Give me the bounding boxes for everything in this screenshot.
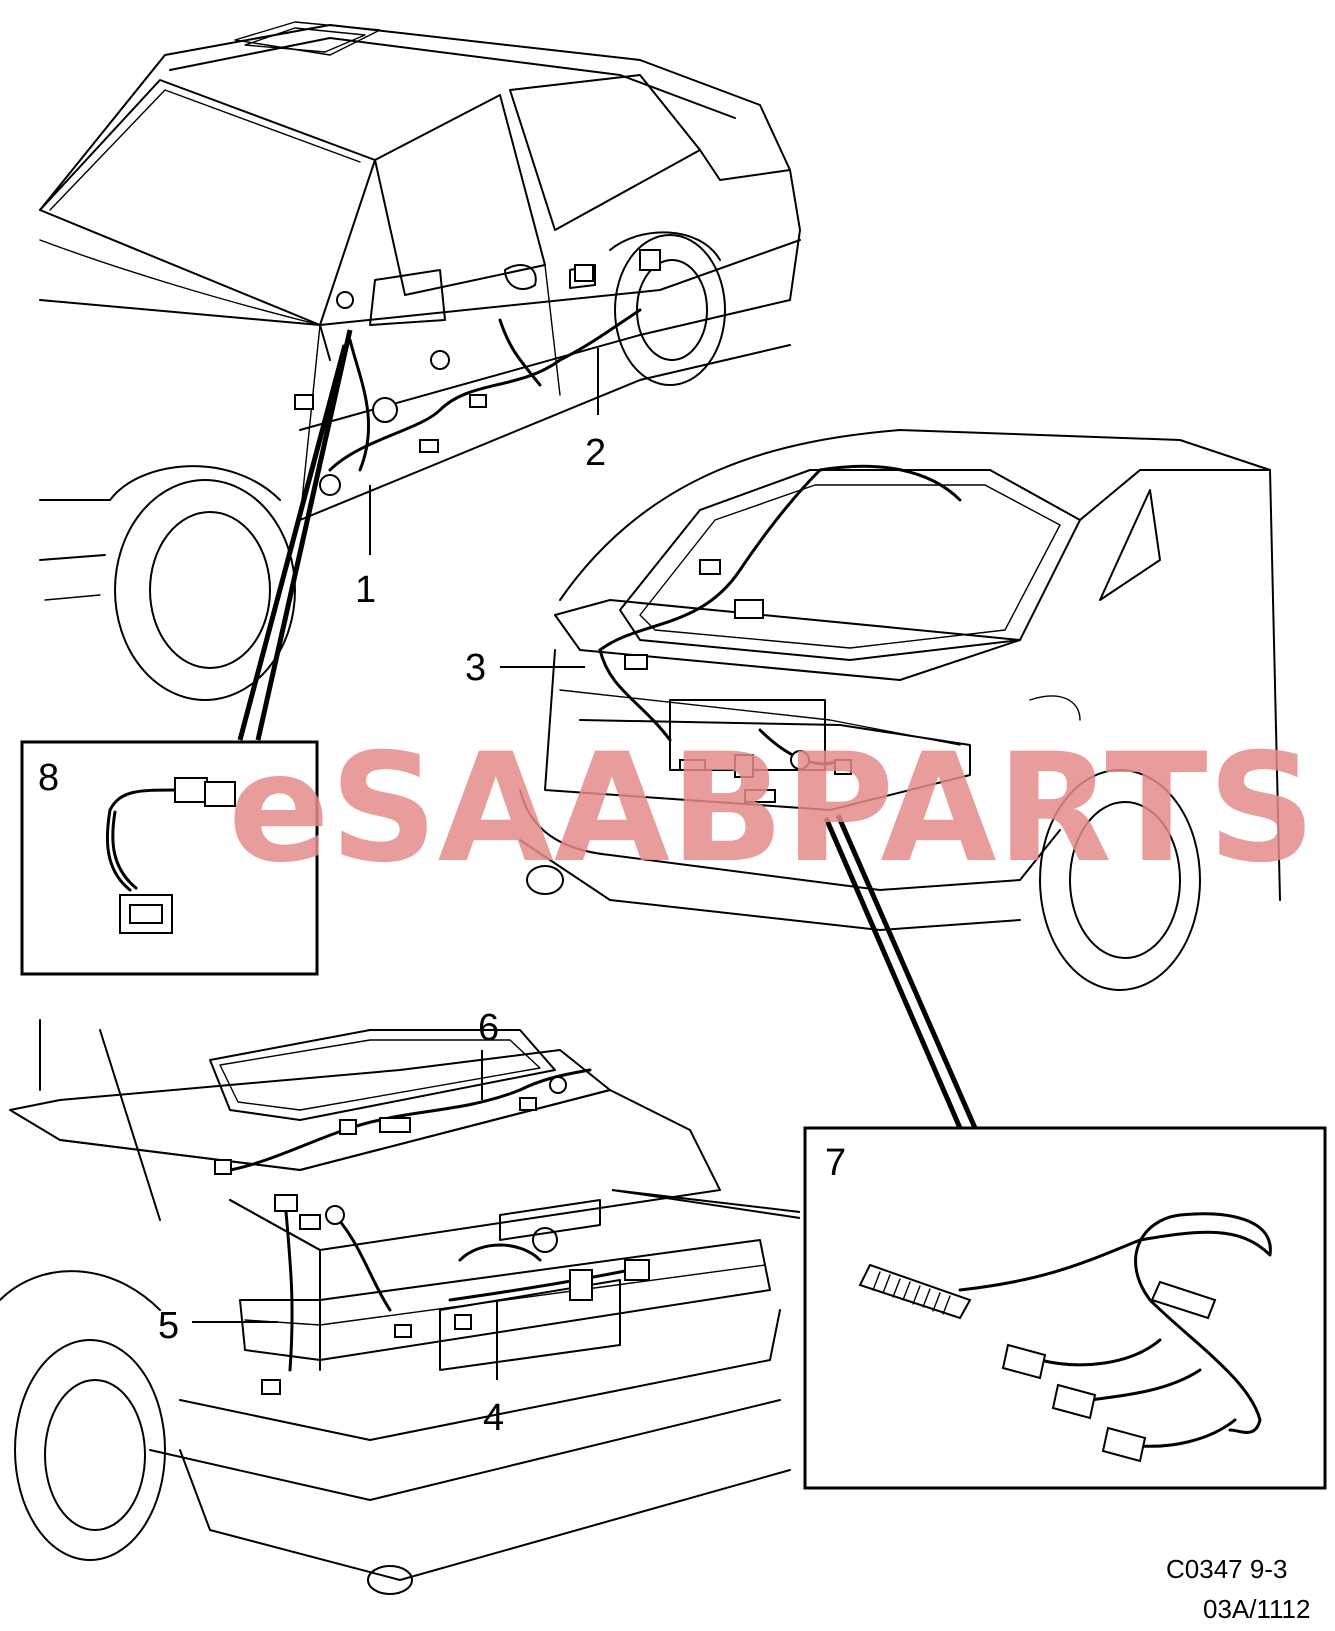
callout-4: 4 — [483, 1397, 504, 1439]
callout-2: 2 — [585, 432, 606, 474]
watermark: eSAABPARTS — [228, 722, 1316, 896]
callout-6: 6 — [478, 1007, 499, 1049]
callout-5: 5 — [158, 1305, 179, 1347]
detail-box-8 — [20, 329, 353, 976]
detail-box-7 — [611, 813, 1327, 1490]
watermark-suffix: PARTS — [784, 722, 1315, 896]
sedan-rear-view — [0, 1019, 791, 1595]
callouts: 1 2 3 4 5 6 7 8 — [38, 432, 846, 1439]
hatchback-rear-view — [500, 429, 1281, 991]
callout-8: 8 — [38, 757, 59, 799]
callout-3: 3 — [465, 647, 486, 689]
connector-pins — [872, 1271, 951, 1315]
callout-1: 1 — [355, 569, 376, 611]
watermark-prefix: eSAAB — [228, 722, 784, 896]
diagram-ref: 03A/1112 — [1203, 1594, 1310, 1624]
diagram-code: C0347 9-3 — [1166, 1554, 1287, 1584]
svg-text:eSAABPARTS: eSAABPARTS — [228, 722, 1316, 896]
sedan-side-view — [39, 21, 801, 701]
callout-7: 7 — [825, 1142, 846, 1184]
